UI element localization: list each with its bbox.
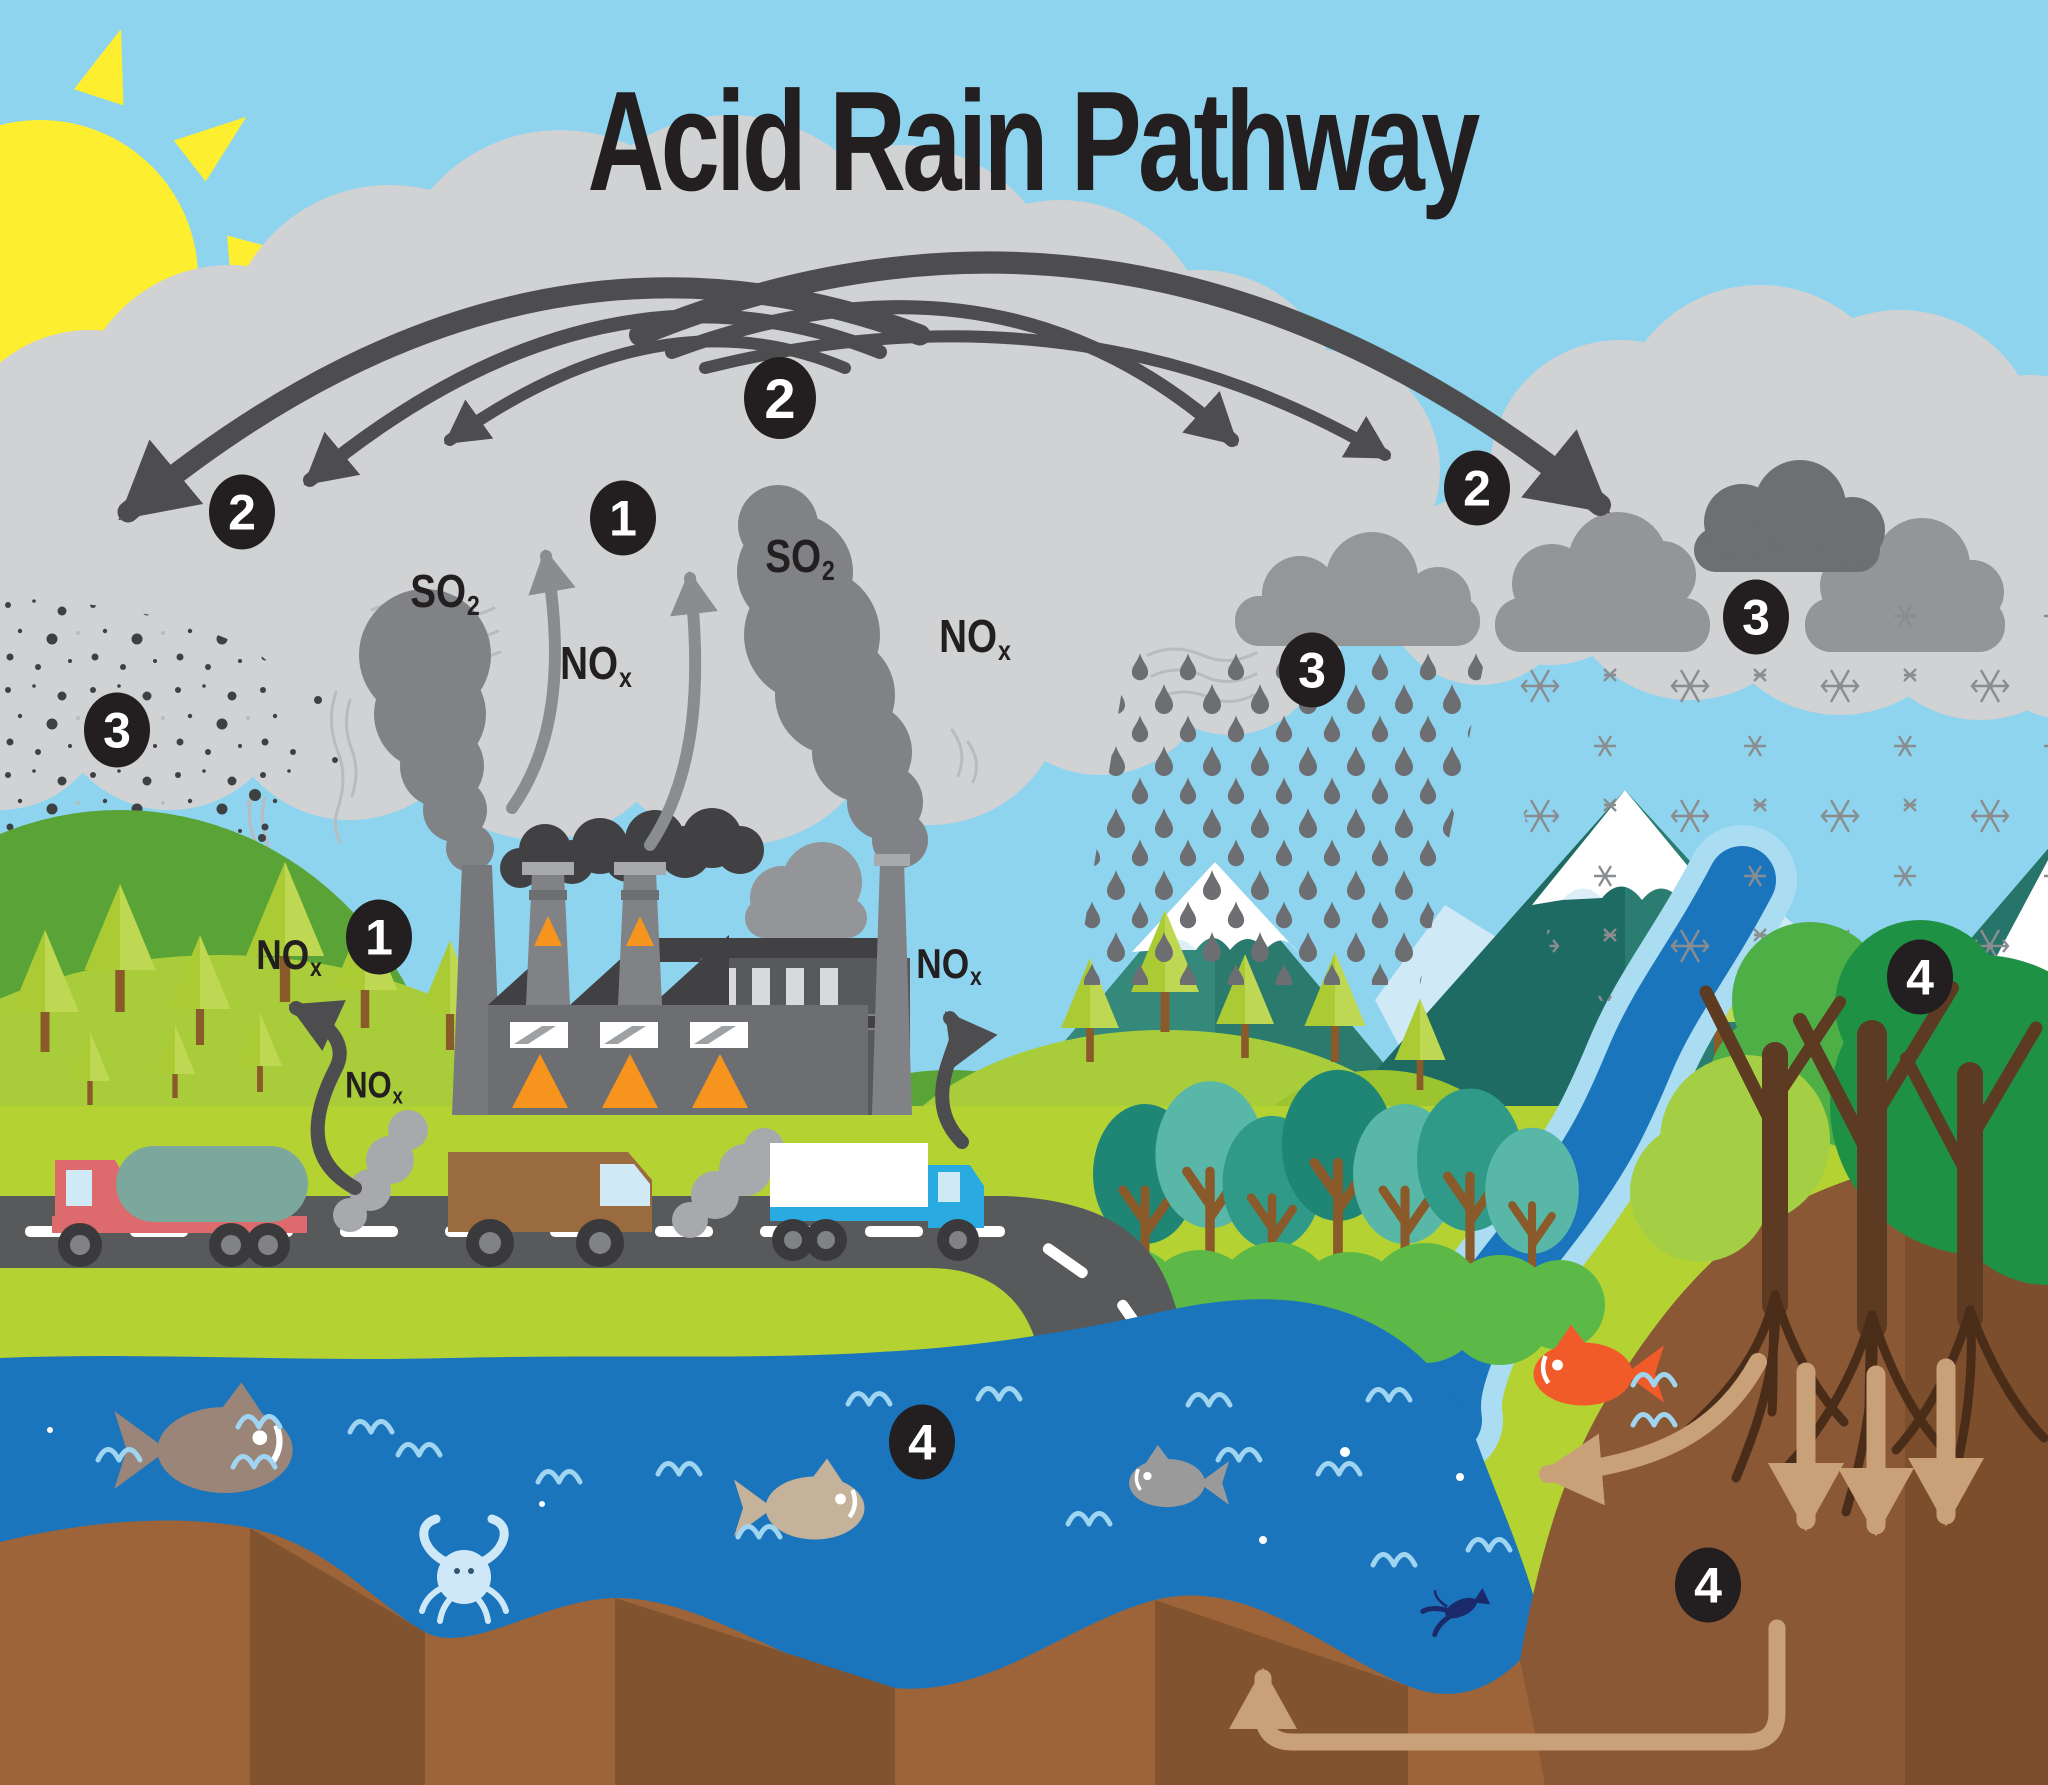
nox-label-sky-left: NOx xyxy=(560,636,632,694)
acid-snow-flakes xyxy=(1492,592,2048,1010)
soil-seepage-arrows xyxy=(1229,1353,1984,1751)
vehicle-nox-arrows xyxy=(288,1000,998,1195)
chem-sub: x xyxy=(392,1083,403,1109)
chem-sub: 2 xyxy=(466,589,480,621)
nox-label-truck: NOx xyxy=(345,1064,403,1109)
stage-badge-dry-deposition: 3 xyxy=(84,692,150,768)
banded-chimney-b xyxy=(614,862,666,1005)
stage-badge-effect-soil: 4 xyxy=(1675,1547,1741,1623)
nox-label-factory-right: NOx xyxy=(916,940,982,992)
chem-base: NO xyxy=(939,610,998,663)
stage-badge-effect-trees: 4 xyxy=(1887,939,1953,1015)
stage-badge-transport-right: 2 xyxy=(1444,450,1510,526)
semi-truck xyxy=(770,1143,984,1261)
nox-label-sky-right: NOx xyxy=(939,609,1011,667)
chem-base: SO xyxy=(765,530,822,583)
stage-badge-emission-sky: 1 xyxy=(590,480,656,556)
trunks xyxy=(1699,981,2043,1340)
factory-smoke xyxy=(359,485,928,938)
so2-label-sky-right: SO2 xyxy=(765,529,835,587)
chem-sub: x xyxy=(997,634,1011,666)
chem-base: SO xyxy=(410,565,467,618)
factory xyxy=(452,854,912,1115)
big-trees xyxy=(1630,920,2048,1517)
gray-cloud-small xyxy=(745,842,867,938)
exhaust-smoke xyxy=(333,1110,784,1238)
transport-arrows xyxy=(117,251,1611,523)
right-chimney-smoke xyxy=(737,485,928,868)
box-truck xyxy=(448,1152,652,1267)
aquatic-life xyxy=(47,1325,1675,1638)
chem-sub: x xyxy=(309,954,322,983)
stage-badge-effect-water: 4 xyxy=(889,1404,955,1480)
tall-chimney-right xyxy=(872,862,912,1115)
left-chimney-smoke xyxy=(359,589,494,872)
stage-badge-emission-source: 1 xyxy=(346,899,412,975)
acid-rain-drops xyxy=(1075,652,1486,985)
chem-base: NO xyxy=(560,637,619,690)
chem-sub: 2 xyxy=(821,554,835,586)
stage-badge-transport-left: 2 xyxy=(209,474,275,550)
diagram-title: Acid Rain Pathway xyxy=(587,62,1480,221)
crayfish-icon xyxy=(1420,1588,1491,1638)
emission-rise-arrows xyxy=(506,548,718,851)
stage-badge-snow-deposition: 3 xyxy=(1723,579,1789,655)
factory-windows xyxy=(510,1022,748,1048)
so2-label-sky-left: SO2 xyxy=(410,564,480,622)
hazard-triangles xyxy=(512,1054,748,1108)
chem-base: NO xyxy=(256,930,310,978)
banded-chimney-a xyxy=(522,862,574,1005)
stage-badge-transport-top: 2 xyxy=(744,357,816,439)
chem-sub: x xyxy=(969,963,982,992)
chem-sub: x xyxy=(618,661,632,693)
crab-icon xyxy=(419,1514,509,1624)
chem-base: NO xyxy=(345,1064,392,1106)
stage-badge-rain-deposition: 3 xyxy=(1279,632,1345,708)
trucks xyxy=(52,1110,984,1267)
chem-base: NO xyxy=(916,939,970,987)
tanker-truck xyxy=(52,1146,308,1267)
bubbles xyxy=(47,1427,1464,1544)
nox-label-factory-left: NOx xyxy=(256,931,322,983)
